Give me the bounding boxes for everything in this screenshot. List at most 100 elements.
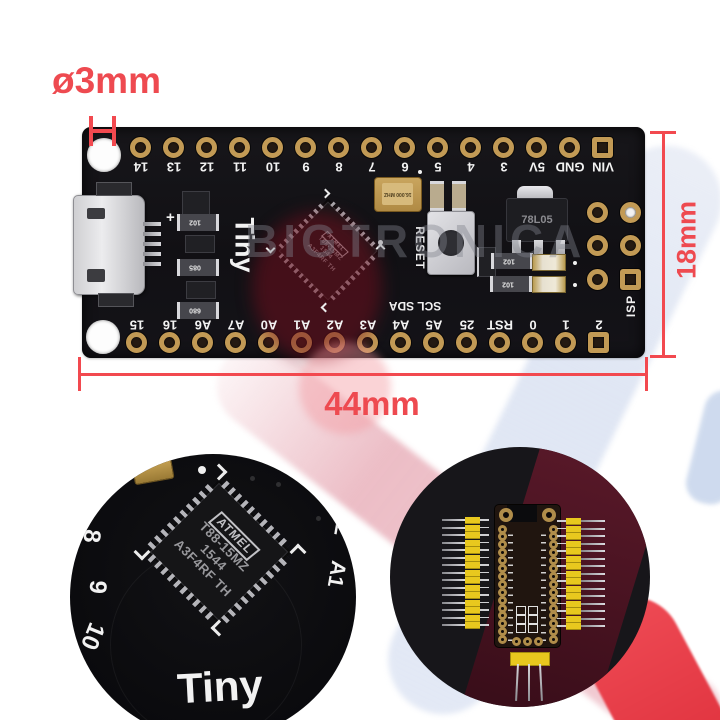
led bbox=[532, 276, 566, 293]
isp-pad bbox=[587, 202, 608, 223]
usb-slot bbox=[87, 269, 105, 282]
isp-pad bbox=[587, 269, 608, 290]
header-pin bbox=[581, 617, 605, 620]
isp-silk-label: ISP bbox=[624, 294, 638, 318]
header-pin-stub bbox=[557, 565, 566, 567]
usb-solder-pad bbox=[96, 182, 132, 196]
header-pin bbox=[581, 527, 605, 530]
header-pin bbox=[581, 542, 605, 545]
height-dim-label: 18mm bbox=[671, 200, 702, 280]
header-pin-stub bbox=[480, 541, 489, 544]
via-dot bbox=[316, 516, 321, 521]
regulator-label: 78L05 bbox=[521, 214, 553, 226]
header-pin bbox=[581, 565, 605, 567]
back-pad bbox=[548, 635, 558, 645]
header-pin-stub bbox=[480, 556, 489, 559]
header-pin bbox=[581, 572, 605, 575]
header-pin bbox=[581, 580, 605, 582]
header-pin bbox=[442, 579, 465, 581]
pin-pad-bottom bbox=[126, 332, 147, 353]
pin-label-top: GND bbox=[555, 159, 585, 175]
pin-pad-top bbox=[427, 137, 448, 158]
pin-label-top: 4 bbox=[467, 159, 475, 175]
back-pad bbox=[548, 556, 558, 566]
header-pin bbox=[442, 616, 465, 619]
pin-label-bottom: A2 bbox=[326, 317, 344, 333]
header-block bbox=[465, 577, 480, 584]
header-pin bbox=[442, 519, 465, 521]
regulator-leg bbox=[534, 240, 543, 262]
pin-label-bottom: A5 bbox=[425, 317, 443, 333]
pin1-mark-icon bbox=[289, 543, 307, 561]
pin-label-top: 8 bbox=[335, 159, 343, 175]
silk-dot bbox=[378, 240, 383, 245]
back-pad bbox=[497, 579, 507, 589]
height-dim-cap-bottom bbox=[650, 355, 676, 358]
header-pin-stub bbox=[557, 550, 566, 552]
back-pad bbox=[548, 619, 558, 629]
pin-label-bottom: 25 bbox=[459, 317, 475, 333]
pin-label-bottom: 0 bbox=[529, 317, 537, 333]
regulator-leg bbox=[556, 240, 565, 262]
pin-label-bottom: A7 bbox=[227, 317, 245, 333]
header-pin-stub bbox=[480, 586, 489, 589]
pin-pad-top bbox=[526, 137, 547, 158]
usb-pin bbox=[143, 262, 161, 266]
usb-pin bbox=[143, 242, 161, 246]
isp-box bbox=[528, 615, 538, 624]
pin-label-bottom: 2 bbox=[595, 317, 603, 333]
header-pin-stub bbox=[480, 579, 489, 581]
isp-box bbox=[528, 624, 538, 633]
header-pin-stub bbox=[557, 617, 566, 620]
pin-pad-bottom bbox=[159, 332, 180, 353]
micro-usb-connector bbox=[73, 195, 145, 295]
pin-pad-bottom bbox=[423, 332, 444, 353]
pin-pad-top bbox=[493, 137, 514, 158]
usb-slot bbox=[87, 208, 105, 219]
header-block bbox=[465, 622, 480, 629]
usb-pin bbox=[143, 222, 161, 226]
header-pin-stub bbox=[480, 571, 489, 574]
height-dim-cap-top bbox=[650, 131, 676, 134]
resistor bbox=[177, 302, 219, 319]
pin1-mark-icon bbox=[210, 463, 228, 481]
header-pin bbox=[442, 556, 465, 559]
pink-watermark-circle bbox=[299, 342, 391, 434]
back-pad bbox=[497, 548, 507, 558]
resistor-label: 085 bbox=[189, 263, 201, 271]
back-pad bbox=[548, 587, 558, 597]
header-pin-stub bbox=[557, 602, 566, 605]
header-pin bbox=[581, 610, 605, 612]
header-pin-stub bbox=[557, 520, 566, 522]
pin-label-bottom: RST bbox=[487, 317, 513, 333]
silk-text-column bbox=[541, 529, 546, 641]
capacitor bbox=[430, 181, 444, 211]
isp-pad bbox=[620, 235, 641, 256]
resistor-label: 680 bbox=[189, 306, 201, 314]
pin-pad-bottom bbox=[522, 332, 543, 353]
reset-button[interactable] bbox=[427, 211, 475, 275]
header-block bbox=[465, 614, 480, 622]
pin-label-bottom: 16 bbox=[162, 317, 178, 333]
silk-dot bbox=[198, 466, 206, 474]
header-pin bbox=[581, 520, 605, 522]
width-dim-cap-right bbox=[645, 357, 648, 391]
back-pad bbox=[548, 611, 558, 621]
isp-pad bbox=[620, 269, 641, 290]
back-pad bbox=[497, 556, 507, 566]
led bbox=[532, 254, 566, 271]
back-pad bbox=[548, 540, 558, 550]
regulator-78l05: 78L05 bbox=[506, 198, 568, 242]
back-pad bbox=[548, 548, 558, 558]
back-pad bbox=[497, 595, 507, 605]
resistor bbox=[491, 253, 533, 269]
back-pad bbox=[497, 540, 507, 550]
via-dot bbox=[250, 476, 255, 481]
pin-label-top: VIN bbox=[592, 159, 614, 175]
header-block bbox=[566, 585, 581, 593]
diode-component bbox=[186, 281, 216, 299]
back-pad bbox=[548, 579, 558, 589]
capacitor bbox=[452, 181, 466, 211]
